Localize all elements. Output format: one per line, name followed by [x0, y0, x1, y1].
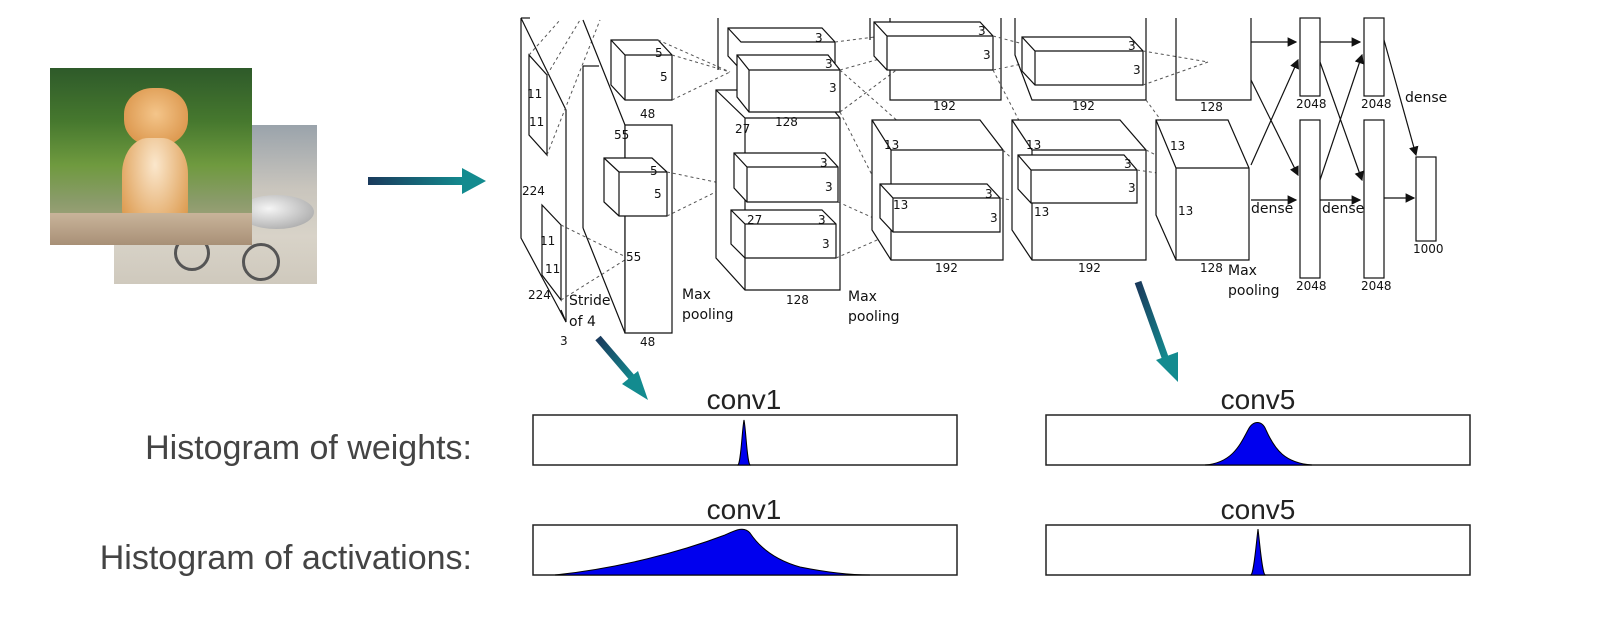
pool1-line-2: pooling — [682, 307, 734, 323]
kitten-image — [50, 68, 252, 245]
conv1-activations-curve — [554, 528, 871, 576]
conv2-size-a-label: 27 — [735, 122, 750, 136]
k5b-label: 5 — [660, 70, 668, 84]
k3-label-l: 3 — [1128, 39, 1136, 53]
k3-label-e: 3 — [825, 180, 833, 194]
dense-layers: 2048 2048 2048 2048 1000 dense dense den… — [1250, 17, 1447, 293]
k3-label-f: 3 — [818, 213, 826, 227]
input-size-2-label: 224 — [528, 288, 551, 302]
dense-label-c: dense — [1322, 201, 1364, 217]
conv5-pointer-arrow-icon — [1134, 280, 1178, 382]
conv1-weights-title: conv1 — [707, 384, 782, 415]
pool3-line-1: Max — [1228, 263, 1257, 279]
k5c-label: 5 — [650, 164, 658, 178]
pool2-line-1: Max — [848, 289, 877, 305]
k3-label-m: 3 — [1133, 63, 1141, 77]
conv3-size-b-label: 13 — [893, 198, 908, 212]
conv1-size-b-label: 55 — [626, 250, 641, 264]
output-label: 1000 — [1413, 242, 1444, 256]
conv5-depth-b-label: 128 — [1200, 261, 1223, 275]
k3-label-b: 3 — [825, 57, 833, 71]
k3-label-j: 3 — [985, 187, 993, 201]
conv2-depth-b-label: 128 — [786, 293, 809, 307]
k3-label-h: 3 — [978, 24, 986, 38]
weights-row-label: Histogram of weights: — [145, 429, 472, 467]
stride-label: Stride of 4 — [569, 293, 615, 330]
conv5-activations-curve — [1249, 528, 1267, 576]
pool2-label: Max pooling — [848, 289, 900, 325]
conv1-pointer-arrow-icon — [595, 335, 648, 400]
conv5-weights-curve — [1204, 422, 1313, 466]
pool1-label: Max pooling — [682, 287, 734, 323]
fc6-b-label: 2048 — [1296, 279, 1327, 293]
conv4-depth-b-label: 192 — [1078, 261, 1101, 275]
conv1-weights-curve — [736, 419, 752, 466]
k3-label-a: 3 — [815, 31, 823, 45]
stride-line: Stride — [569, 293, 611, 309]
conv4-block: 3 3 3 3 192 192 13 13 — [1011, 18, 1209, 275]
k3-label-c: 3 — [829, 81, 837, 95]
conv4-depth-a-label: 192 — [1072, 99, 1095, 113]
input-layer: 11 11 11 11 224 224 3 Stride of 4 — [520, 17, 629, 348]
conv3-block: 3 3 3 3 192 192 13 13 — [869, 18, 1066, 275]
conv1-weights-histogram: conv1 — [532, 384, 958, 466]
fc6-a-label: 2048 — [1296, 97, 1327, 111]
conv5-size-a-label: 13 — [1170, 139, 1185, 153]
conv5-block: 128 128 13 13 Max pooling — [1155, 18, 1280, 299]
conv1-depth-b-label: 48 — [640, 335, 655, 349]
conv5-weights-title: conv5 — [1221, 384, 1296, 415]
k3-label-d: 3 — [820, 156, 828, 170]
conv5-weights-histogram: conv5 — [1045, 384, 1471, 466]
input-depth-label: 3 — [560, 334, 568, 348]
conv2-block: 3 3 3 3 3 3 3 128 27 27 128 Max pooling — [715, 18, 971, 325]
conv1-activations-title: conv1 — [707, 494, 782, 525]
k5d-label: 5 — [654, 187, 662, 201]
stride-line-2: of 4 — [569, 314, 596, 330]
fc7-a-label: 2048 — [1361, 97, 1392, 111]
kernel-11c-label: 11 — [540, 234, 555, 248]
conv3-depth-a-label: 192 — [933, 99, 956, 113]
conv3-size-a-label: 13 — [884, 138, 899, 152]
kernel-11b-label: 11 — [529, 115, 544, 129]
conv1-depth-label: 48 — [640, 107, 655, 121]
k3-label-g: 3 — [822, 237, 830, 251]
conv5-activations-title: conv5 — [1221, 494, 1296, 525]
kernel-11d-label: 11 — [545, 262, 560, 276]
pool3-line-2: pooling — [1228, 283, 1280, 299]
pool3-label: Max pooling — [1228, 263, 1280, 299]
conv5-size-b-label: 13 — [1178, 204, 1193, 218]
fc7-b-label: 2048 — [1361, 279, 1392, 293]
k3-label-k: 3 — [990, 211, 998, 225]
conv2-size-b-label: 27 — [747, 213, 762, 227]
conv2-depth-a-label: 128 — [775, 115, 798, 129]
pool1-line-1: Max — [682, 287, 711, 303]
kernel-11a-label: 11 — [527, 87, 542, 101]
k5a-label: 5 — [655, 46, 663, 60]
k3-label-n: 3 — [1124, 157, 1132, 171]
conv1-activations-histogram: conv1 — [532, 494, 958, 576]
k3-label-i: 3 — [983, 48, 991, 62]
input-arrow-icon — [368, 168, 486, 194]
k3-label-o: 3 — [1128, 181, 1136, 195]
conv5-activations-histogram: conv5 — [1045, 494, 1471, 576]
conv3-depth-b-label: 192 — [935, 261, 958, 275]
conv4-size-a-label: 13 — [1026, 138, 1041, 152]
conv1-block: 5 5 5 5 48 55 55 48 Max pooling — [582, 19, 734, 349]
conv5-depth-a-label: 128 — [1200, 100, 1223, 114]
conv1-size-a-label: 55 — [614, 128, 629, 142]
dense-label-a: dense — [1405, 90, 1447, 106]
dense-label-b: dense — [1251, 201, 1293, 217]
input-size-label: 224 — [522, 184, 545, 198]
activations-row-label: Histogram of activations: — [100, 539, 472, 577]
conv4-size-b-label: 13 — [1034, 205, 1049, 219]
pool2-line-2: pooling — [848, 309, 900, 325]
